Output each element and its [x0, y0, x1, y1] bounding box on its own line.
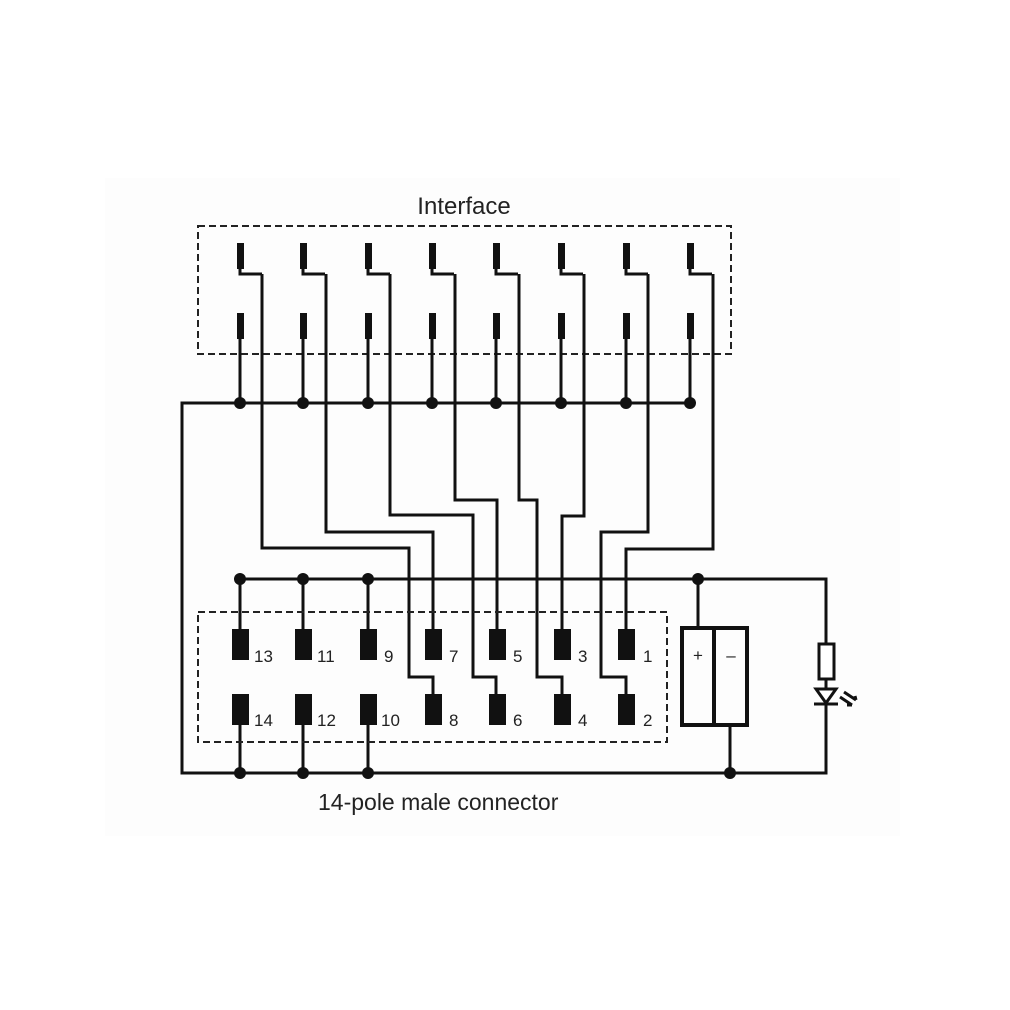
connector-pin: [618, 629, 635, 660]
connector-pin: [489, 694, 506, 725]
connector-pin: [489, 629, 506, 660]
connector-pin: [425, 694, 442, 725]
lower-contact: [300, 313, 307, 339]
junction-dot: [692, 573, 704, 585]
junction-dot: [234, 397, 246, 409]
contact-wire: [366, 269, 390, 276]
pin-label-6: 6: [513, 711, 522, 730]
junction-dot: [490, 397, 502, 409]
lower-contact: [687, 313, 694, 339]
contact-wire: [301, 269, 325, 276]
junction-dot: [297, 573, 309, 585]
upper-contact: [558, 243, 565, 269]
junction-dot: [297, 397, 309, 409]
connector-pin: [360, 629, 377, 660]
connector-pin: [425, 629, 442, 660]
contact-wire: [494, 269, 518, 276]
connector-box: [197, 611, 668, 743]
contact-wire: [688, 269, 712, 276]
upper-contact: [429, 243, 436, 269]
junction-dot: [234, 767, 246, 779]
upper-contact: [365, 243, 372, 269]
pin-label-5: 5: [513, 647, 522, 666]
signal-wire: [453, 274, 499, 630]
junction-dot: [555, 397, 567, 409]
lower-contact: [429, 313, 436, 339]
connector-pin: [295, 629, 312, 660]
junction-dot: [724, 767, 736, 779]
junction-dot: [234, 573, 246, 585]
connector-pin: [295, 694, 312, 725]
connector-pin: [232, 694, 249, 725]
pin-label-4: 4: [578, 711, 587, 730]
pin-label-2: 2: [643, 711, 652, 730]
interface-box: [197, 225, 732, 355]
pin-label-13: 13: [254, 647, 273, 666]
wires: [180, 269, 828, 779]
connector-pin: [554, 629, 571, 660]
interface-label: Interface: [417, 193, 510, 220]
led-icon: [813, 687, 839, 706]
upper-contact: [493, 243, 500, 269]
upper-contact: [237, 243, 244, 269]
junction-dot: [297, 767, 309, 779]
lower-contact: [623, 313, 630, 339]
pin-label-7: 7: [449, 647, 458, 666]
connector-pin: [618, 694, 635, 725]
junction-dot: [362, 767, 374, 779]
resistor-icon: [817, 642, 836, 681]
plus-sign: +: [693, 646, 703, 665]
lower-contact: [237, 313, 244, 339]
contact-wire: [624, 269, 648, 276]
supply-block: + –: [680, 626, 749, 727]
diagram-background: [105, 178, 900, 836]
connector-pins: [232, 629, 635, 725]
signal-wire: [599, 274, 650, 695]
pin-label-14: 14: [254, 711, 273, 730]
contact-wire: [238, 269, 262, 276]
connector-pin: [232, 629, 249, 660]
connector-pin: [554, 694, 571, 725]
lower-contact: [493, 313, 500, 339]
upper-contact: [300, 243, 307, 269]
signal-wire: [517, 274, 564, 695]
pin-label-12: 12: [317, 711, 336, 730]
pin-label-3: 3: [578, 647, 587, 666]
lower-contact: [365, 313, 372, 339]
upper-contact: [623, 243, 630, 269]
lower-contact: [558, 313, 565, 339]
led-indicator: [813, 642, 858, 707]
junction-dot: [362, 397, 374, 409]
minus-sign: –: [726, 646, 736, 665]
junction-dot: [362, 573, 374, 585]
signal-wire: [388, 274, 498, 695]
contact-wire: [559, 269, 583, 276]
pin-label-1: 1: [643, 647, 652, 666]
connector-pin: [360, 694, 377, 725]
signal-wire: [624, 274, 715, 630]
pin-label-8: 8: [449, 711, 458, 730]
interface-contacts: [237, 243, 694, 339]
connector-label: 14-pole male connector: [318, 789, 559, 815]
pin-label-9: 9: [384, 647, 393, 666]
junction-dot: [426, 397, 438, 409]
light-emission-icon: [839, 690, 858, 707]
signal-wire: [560, 274, 586, 630]
junction-dot: [620, 397, 632, 409]
pin-label-10: 10: [381, 711, 400, 730]
pin-label-11: 11: [317, 647, 335, 666]
junction-dot: [684, 397, 696, 409]
contact-wire: [430, 269, 454, 276]
common-bus: [180, 401, 828, 775]
pin-labels: 13 11 9 7 5 3 1 14 12 10 8 6 4 2: [254, 647, 652, 730]
upper-contact: [687, 243, 694, 269]
